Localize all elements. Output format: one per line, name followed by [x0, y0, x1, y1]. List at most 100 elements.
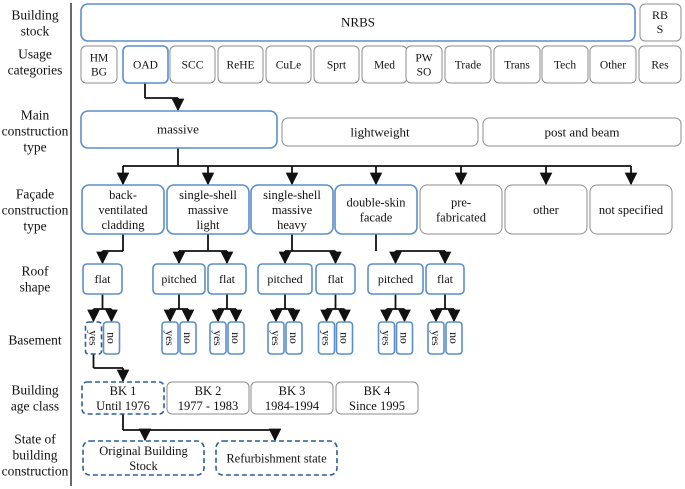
roof-flat-label: flat [219, 272, 236, 286]
facade-type-label-line: pre- [451, 195, 471, 209]
lightweight-label: lightweight [350, 124, 410, 139]
age-class-box [166, 381, 250, 415]
facade-type-box [81, 184, 165, 235]
age-class-label-line: BK 1 [110, 384, 137, 398]
usage-category-label: HM BG [90, 52, 109, 78]
roof-pitched-box [152, 263, 206, 295]
label-building-stock-line: Building [11, 8, 59, 23]
usage-category-box [217, 45, 264, 84]
label-main-construction-type-line: construction [2, 124, 69, 139]
lightweight-box [281, 117, 479, 147]
usage-category-label-line: SCC [182, 59, 204, 71]
age-class-box [250, 381, 334, 415]
facade-type-label-line: massive [188, 203, 229, 217]
label-main-construction-type-line: type [23, 140, 46, 155]
basement-yes-label: yes [163, 330, 175, 346]
usage-category-label-line: Trade [455, 59, 481, 71]
roof-pitched-box [367, 263, 424, 295]
roof-flat-box [425, 263, 465, 295]
facade-type-label-line: back- [109, 188, 137, 202]
basement-no-label: no [229, 332, 241, 344]
usage-category-label-line: CuLe [276, 59, 302, 71]
label-basement: Basement [8, 333, 61, 348]
roof-pitched-box [257, 263, 313, 295]
facade-type-box [589, 184, 673, 235]
label-roof-shape-line: shape [20, 280, 51, 295]
basement-no-label: no [398, 332, 410, 344]
basement-yes-label: yes [211, 330, 223, 346]
basement-yes-box [267, 321, 285, 355]
state-original-label-line: Original Building [99, 444, 188, 458]
usage-category-box [638, 45, 682, 84]
usage-category-box [589, 45, 637, 84]
label-state-of-building-construction-line: State of [14, 432, 56, 447]
state-original-box [82, 440, 205, 476]
state-refurbishment-label: Refurbishment state [226, 451, 327, 465]
facade-type-label-line: massive [272, 203, 313, 217]
basement-no-box [179, 321, 197, 355]
basement-yes-label: yes [429, 330, 441, 346]
usage-category-label-line: Med [374, 59, 395, 71]
basement-no-label: no [105, 332, 117, 344]
post-and-beam-label: post and beam [544, 124, 619, 139]
basement-yes-label: yes [269, 330, 281, 346]
usage-category-label-line: SO [417, 66, 432, 78]
basement-yes-label: yes [320, 330, 332, 346]
usage-category-box [80, 45, 118, 84]
usage-category-box [313, 45, 360, 84]
rbs-label-line: RB [652, 8, 668, 22]
rbs-box [639, 3, 682, 42]
facade-type-label-line: light [197, 218, 220, 232]
facade-type-label: not specified [599, 203, 664, 217]
basement-no-box [395, 321, 414, 355]
basement-no-label: no [338, 332, 350, 344]
roof-flat-box [207, 263, 247, 295]
facade-type-box [334, 184, 418, 235]
roof-flat-label: flat [437, 272, 454, 286]
facade-type-label-line: double-skin [346, 195, 406, 209]
usage-category-box [444, 45, 492, 84]
facade-type-label-line: single-shell [179, 188, 237, 202]
roof-pitched-label: pitched [378, 272, 413, 286]
usage-category-label-line: HM [90, 52, 109, 64]
usage-category-label-line: Sprt [327, 59, 347, 71]
nrbs-label: NRBS [341, 14, 375, 29]
facade-type-label-line: other [533, 203, 560, 217]
state-refurbishment-label-line: Refurbishment state [226, 451, 327, 465]
usage-category-label-line: BG [91, 66, 107, 78]
age-class-label-line: BK 2 [195, 384, 222, 398]
usage-category-label-line: OAD [133, 59, 158, 71]
age-class-label-line: Since 1995 [349, 399, 405, 413]
age-class-box [81, 381, 165, 415]
basement-no-box [285, 321, 303, 355]
label-facade-construction-type-line: Façade [16, 187, 54, 202]
basement-no-label: no [447, 332, 459, 344]
label-building-stock-line: stock [21, 24, 50, 39]
basement-yes-box [317, 321, 336, 355]
label-usage-categories-line: categories [8, 63, 63, 78]
facade-type-box [250, 184, 334, 235]
usage-category-box [169, 45, 216, 84]
usage-category-box [541, 45, 589, 84]
usage-category-label-line: Tech [554, 59, 576, 71]
label-facade-construction-type-line: construction [2, 203, 69, 218]
roof-pitched-label: pitched [267, 272, 302, 286]
label-usage-categories-line: Usage [18, 47, 52, 62]
usage-category-label: Sprt [327, 59, 347, 71]
usage-category-box [122, 45, 169, 84]
facade-type-box [166, 184, 250, 235]
label-basement-line: Basement [8, 333, 61, 348]
